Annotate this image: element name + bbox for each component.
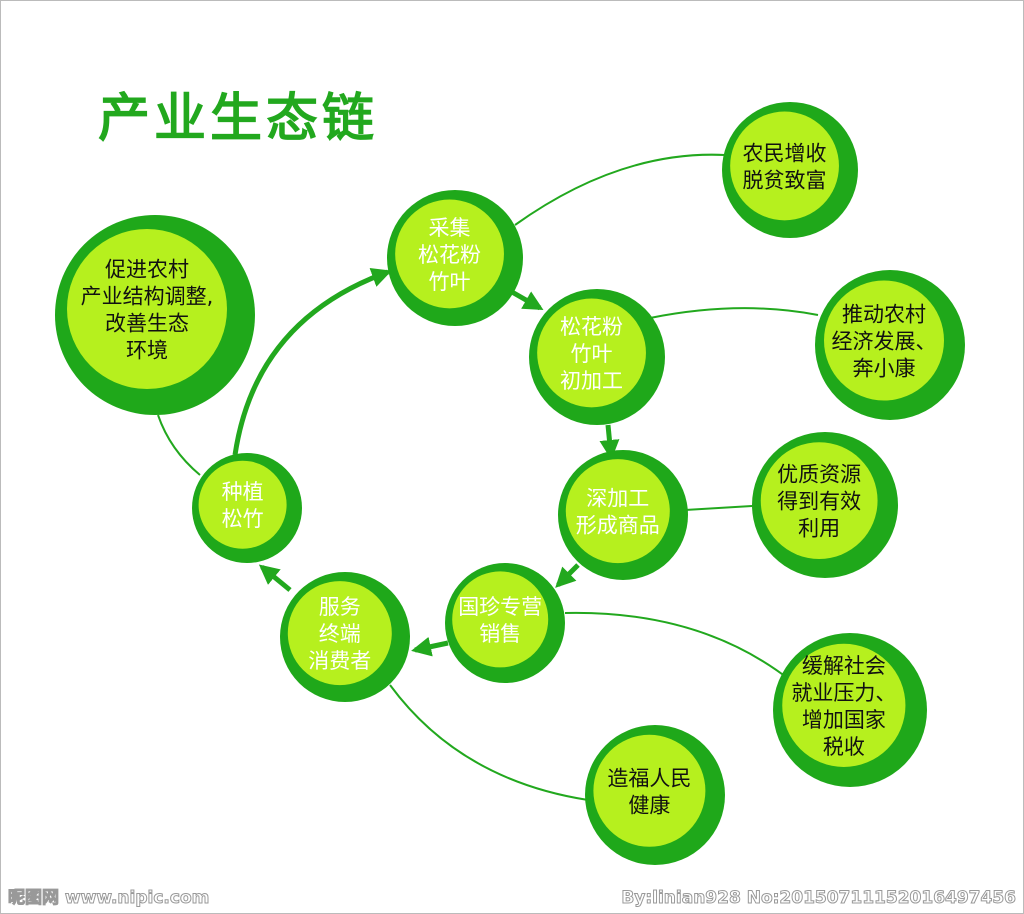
node-inner-circle xyxy=(593,734,706,847)
node-label-line: 初加工 xyxy=(560,369,623,393)
node-label-line: 采集 xyxy=(429,216,471,240)
node-label-line: 产业结构调整, xyxy=(81,285,214,309)
node-inner-circle xyxy=(67,229,227,389)
node-inner-circle xyxy=(198,460,287,549)
node-label-line: 竹叶 xyxy=(571,342,613,366)
node-label-line: 国珍专营 xyxy=(458,595,542,619)
link-deep-resource xyxy=(684,505,753,511)
link-consumer-health xyxy=(389,684,589,801)
node-label-line: 健康 xyxy=(628,793,670,817)
node-label-line: 优质资源 xyxy=(777,463,861,487)
link-sales-employment xyxy=(564,611,791,681)
node-label-line: 得到有效 xyxy=(777,490,861,514)
node-label-line: 脱贫致富 xyxy=(743,168,827,192)
arrow-collect-primary xyxy=(510,289,544,311)
node-label-line: 农民增收 xyxy=(743,141,827,165)
node-label-line: 终端 xyxy=(319,622,361,646)
node-inner-circle xyxy=(452,571,549,668)
node-label-line: 增加国家 xyxy=(802,708,886,732)
node-label-line: 税收 xyxy=(823,735,865,759)
arrow-deep-sales xyxy=(555,563,580,588)
node-inner-circle xyxy=(730,111,839,221)
arrow-consumer-plant xyxy=(258,564,292,592)
node-inner-circle xyxy=(537,298,646,408)
diagram-title: 产业生态链 xyxy=(98,89,378,149)
node-label-line: 就业压力、 xyxy=(791,681,896,705)
link-plant-promote xyxy=(157,414,201,476)
node-inner-circle xyxy=(824,280,944,401)
node-inner-circle xyxy=(760,442,878,560)
node-label-line: 形成商品 xyxy=(576,514,660,538)
node-label-line: 奔小康 xyxy=(853,357,916,381)
node-label-line: 竹叶 xyxy=(429,270,471,294)
watermark-left: 昵图网 www.nipic.com xyxy=(8,888,209,908)
node-label-line: 种植 xyxy=(222,480,264,504)
node-label-line: 经济发展、 xyxy=(832,330,937,354)
node-label-line: 销售 xyxy=(479,622,521,646)
node-label-line: 服务 xyxy=(319,595,361,619)
arrow-sales-consumer xyxy=(411,636,449,657)
node-label-line: 造福人民 xyxy=(607,766,691,790)
node-label-line: 缓解社会 xyxy=(802,654,886,678)
node-label-line: 环境 xyxy=(126,339,168,363)
link-primary-economy xyxy=(649,307,819,319)
node-label-line: 松花粉 xyxy=(418,243,481,267)
connectors xyxy=(157,153,819,801)
node-inner-circle xyxy=(287,581,392,686)
node-label-line: 促进农村 xyxy=(105,258,189,282)
node-label-line: 利用 xyxy=(798,517,840,541)
watermark-right: By:linian928 No:20150711152016497456 xyxy=(621,888,1016,908)
link-collect-income xyxy=(514,153,726,226)
arrow-primary-deep xyxy=(599,424,620,460)
node-label-line: 松花粉 xyxy=(560,315,623,339)
node-label-line: 深加工 xyxy=(586,487,649,511)
node-label-line: 推动农村 xyxy=(842,303,926,327)
node-inner-circle xyxy=(782,643,906,767)
node-label-line: 消费者 xyxy=(308,649,371,673)
node-label-line: 改善生态 xyxy=(105,312,189,336)
node-inner-circle xyxy=(565,459,670,564)
node-label-line: 松竹 xyxy=(222,507,264,531)
node-inner-circle xyxy=(395,199,504,309)
arrow-plant-collect xyxy=(232,268,392,456)
